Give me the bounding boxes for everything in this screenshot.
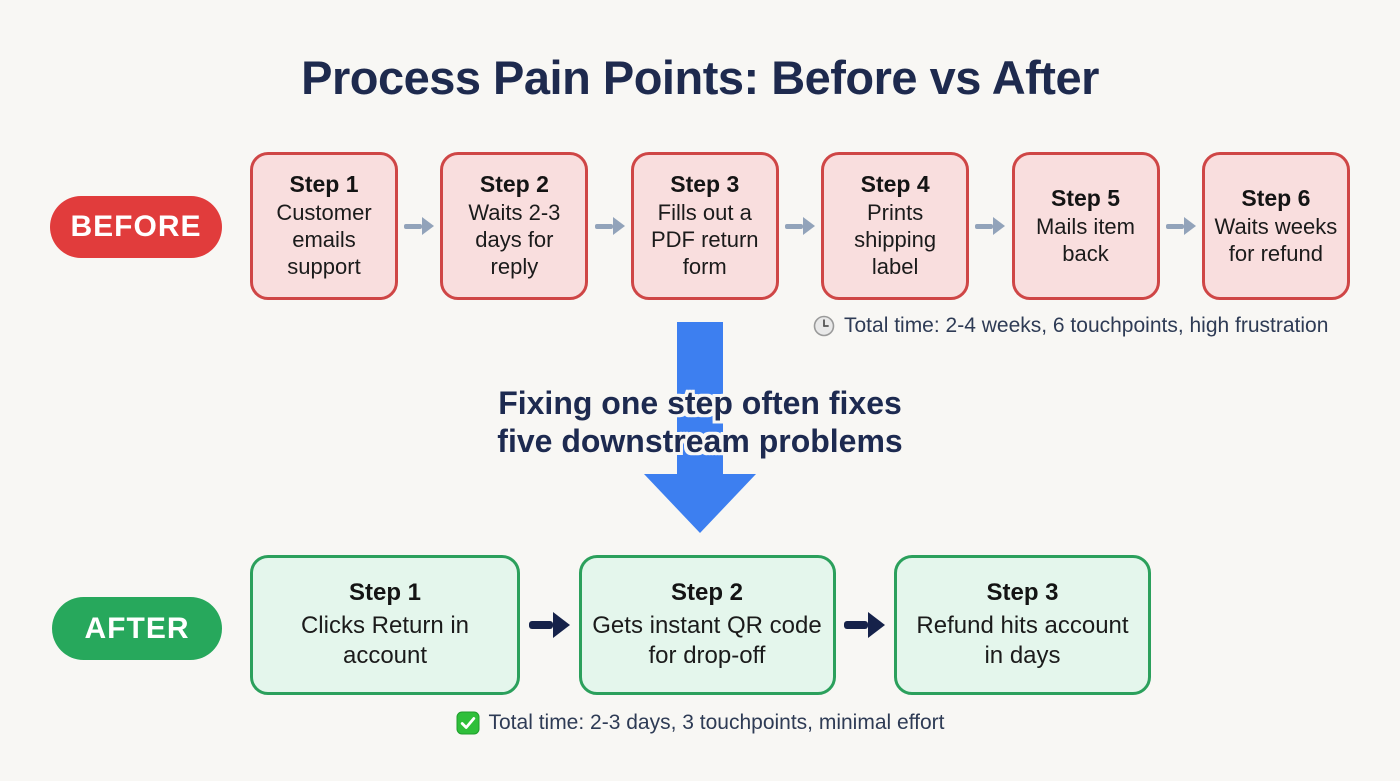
- step-title: Step 2: [479, 171, 549, 198]
- step-title: Step 1: [289, 171, 359, 198]
- after-step-2: Step 2 Gets instant QR code for drop-off: [578, 555, 836, 695]
- step-title: Step 5: [1050, 184, 1121, 211]
- transition-line-2: five downstream problems: [497, 423, 903, 459]
- before-summary: Total time: 2-4 weeks, 6 touchpoints, hi…: [813, 314, 1328, 338]
- right-arrow-icon: [404, 217, 435, 235]
- before-step-5: Step 5 Mails item back: [1011, 152, 1160, 300]
- step-title: Step 2: [670, 579, 744, 606]
- right-arrow-icon: [528, 612, 570, 638]
- before-flow-row: Step 1 Customer emails support Step 2 Wa…: [250, 152, 1350, 300]
- transition-line-1: Fixing one step often fixes: [498, 385, 902, 421]
- step-desc: Waits 2-3 days for reply: [468, 200, 561, 279]
- step-desc: Mails item back: [1035, 213, 1135, 266]
- right-arrow-icon: [594, 217, 625, 235]
- after-step-3: Step 3 Refund hits account in days: [894, 555, 1151, 695]
- step-desc: Gets instant QR code for drop-off: [592, 612, 822, 669]
- after-summary: Total time: 2-3 days, 3 touchpoints, min…: [0, 711, 1400, 735]
- down-arrow-icon: [644, 474, 756, 533]
- before-step-1: Step 1 Customer emails support: [250, 152, 398, 300]
- after-badge: AFTER: [52, 597, 222, 660]
- right-arrow-icon: [975, 217, 1006, 235]
- before-step-4: Step 4 Prints shipping label: [821, 152, 970, 300]
- step-title: Step 3: [986, 579, 1059, 606]
- step-desc: Waits weeks for refund: [1214, 213, 1338, 266]
- transition-headline: Fixing one step often fixes five downstr…: [0, 384, 1400, 460]
- before-badge: BEFORE: [50, 196, 222, 258]
- check-icon: [456, 711, 480, 735]
- page-title: Process Pain Points: Before vs After: [301, 51, 1099, 104]
- step-desc: Clicks Return in account: [300, 612, 470, 669]
- step-desc: Customer emails support: [276, 200, 372, 279]
- before-summary-text: Total time: 2-4 weeks, 6 touchpoints, hi…: [844, 314, 1329, 337]
- step-desc: Prints shipping label: [854, 200, 937, 279]
- before-step-3: Step 3 Fills out a PDF return form: [630, 152, 779, 300]
- clock-icon: [813, 315, 835, 337]
- step-desc: Fills out a PDF return form: [650, 200, 759, 279]
- step-title: Step 1: [348, 579, 422, 606]
- step-title: Step 4: [860, 171, 930, 198]
- down-arrow-shaft: [677, 322, 723, 475]
- step-desc: Refund hits account in days: [916, 612, 1129, 669]
- before-step-2: Step 2 Waits 2-3 days for reply: [440, 152, 589, 300]
- step-title: Step 3: [670, 171, 740, 198]
- right-arrow-icon: [784, 217, 815, 235]
- step-title: Step 6: [1241, 184, 1311, 211]
- after-step-1: Step 1 Clicks Return in account: [250, 555, 520, 695]
- before-step-6: Step 6 Waits weeks for refund: [1201, 152, 1350, 300]
- right-arrow-icon: [1165, 217, 1196, 235]
- after-summary-text: Total time: 2-3 days, 3 touchpoints, min…: [488, 711, 945, 734]
- after-flow-row: Step 1 Clicks Return in account Step 2 G…: [250, 555, 1151, 695]
- right-arrow-icon: [844, 612, 886, 638]
